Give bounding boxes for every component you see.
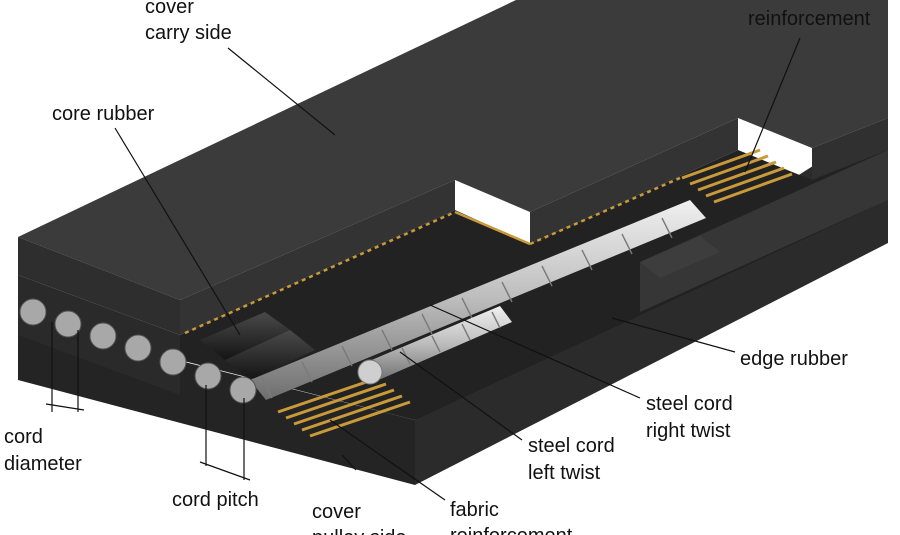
label-cord-diameter-bottom: diameter	[4, 453, 82, 475]
label-steel-cord-right-top: steel cord	[646, 393, 733, 415]
edge-rubber-top	[640, 236, 720, 278]
carry-cover-step-face-3	[812, 118, 888, 180]
label-cord-pitch: cord pitch	[172, 489, 259, 511]
fabric-reinforcement-lower	[277, 376, 411, 438]
label-steel-cord-left-top: steel cord	[528, 435, 615, 457]
label-core-rubber: core rubber	[52, 103, 155, 125]
cord-cross-sections	[19, 298, 257, 404]
core-rubber-cylinders	[200, 312, 315, 380]
fabric-edge-dashed	[184, 210, 456, 335]
label-steel-cord-right-bottom: right twist	[646, 420, 731, 442]
carry-cover-step-face-2	[530, 118, 738, 244]
label-reinforcement-top: reinforcement	[748, 8, 871, 30]
leader-lines	[45, 37, 801, 501]
carry-side-cover-surface	[18, 0, 888, 300]
carry-cover-front-edge	[18, 237, 180, 335]
label-steel-cord-left-bottom: left twist	[528, 462, 601, 484]
carry-cover-step-face	[180, 180, 455, 335]
label-cover-carry-bottom: carry side	[145, 22, 232, 44]
label-cord-diameter-top: cord	[4, 426, 43, 448]
label-cover-carry-top: cover	[145, 0, 194, 18]
fabric-edge-dashed-2	[454, 210, 531, 246]
label-fabric-bottom: reinforcement	[450, 525, 573, 535]
fabric-reinforcement-upper	[681, 148, 793, 204]
steel-cord-right-twist	[250, 200, 706, 400]
label-cover-pulley-bottom: pulley side	[312, 527, 407, 535]
label-cover-pulley-top: cover	[312, 501, 361, 523]
fabric-edge-dashed-3	[529, 176, 681, 246]
edge-rubber-block	[640, 150, 888, 312]
label-fabric-top: fabric	[450, 499, 499, 521]
label-edge-rubber: edge rubber	[740, 348, 848, 370]
